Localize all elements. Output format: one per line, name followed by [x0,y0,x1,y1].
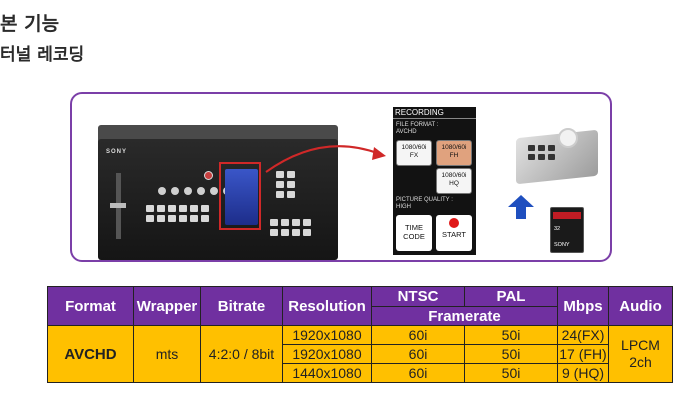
header-wrapper: Wrapper [133,286,201,326]
start-record-button[interactable]: START [436,215,472,251]
page-subtitle: 터널 레코딩 [0,45,85,65]
picture-quality-label: PICTURE QUALITY : [396,197,453,203]
start-label: START [442,230,466,239]
side-button-grid [276,171,295,198]
cell-ntsc: 60i [371,363,465,383]
timecode-button[interactable]: TIME CODE [396,215,432,251]
record-dot-icon [449,218,459,228]
table-row: 1440x1080 60i 50i 9 (HQ) [48,363,673,383]
timecode-line2: CODE [403,232,425,241]
cell-pal: 50i [464,325,558,345]
sd-card-image: 32 SONY [550,207,584,253]
format-fh-line1: 1080/60i [441,144,467,151]
recording-header: RECORDING [395,108,444,117]
sd-card-label-stripe [553,212,581,219]
cell-mbps: 17 (FH) [557,344,609,364]
format-spec-table: Format Wrapper Bitrate Resolution NTSC P… [47,286,673,383]
fader-knob [110,203,126,208]
cell-pal: 50i [464,344,558,364]
audio-line1: LPCM [621,337,660,353]
header-format: Format [47,286,134,326]
device-top-panel [98,125,338,143]
camera-dial [558,128,578,148]
device-body [98,139,338,260]
format-fh-line2: FH [449,152,459,159]
cell-ntsc: 60i [371,344,465,364]
cell-mbps: 24(FX) [557,325,609,345]
curved-arrow-icon [265,145,386,173]
header-resolution: Resolution [282,286,372,326]
switcher-device-image: SONY [98,125,338,260]
screen-highlight-box [219,162,261,230]
cell-resolution: 1920x1080 [282,344,372,364]
header-mbps: Mbps [557,286,609,326]
header-bitrate: Bitrate [200,286,283,326]
cell-format: AVCHD [47,325,134,383]
sd-card-brand: SONY [554,242,570,248]
format-fx-line2: FX [409,152,419,159]
file-format-value: AVCHD [396,129,417,135]
header-pal: PAL [464,286,558,307]
cell-ntsc: 60i [371,325,465,345]
timecode-line1: TIME [405,223,423,232]
device-lcd-screen [225,169,258,225]
sd-card-capacity: 32 [554,226,561,232]
header-audio: Audio [608,286,673,326]
cell-bitrate: 4:2:0 / 8bit [200,325,283,383]
camera-keys [528,145,555,160]
format-hq-line1: 1080/60i [441,172,467,179]
camera-media-slot-image [514,120,602,192]
format-hq-button[interactable]: 1080/60i HQ [436,168,472,194]
cell-resolution: 1920x1080 [282,325,372,345]
audio-line2: 2ch [629,354,652,370]
device-brand: SONY [106,149,128,155]
format-fh-button[interactable]: 1080/60i FH [436,140,472,166]
format-fx-line1: 1080/60i [401,144,427,151]
format-fx-button[interactable]: 1080/60i FX [396,140,432,166]
transition-button-grid [270,219,311,236]
header-ntsc: NTSC [371,286,465,307]
page-title: 본 기능 [0,13,60,35]
format-hq-line2: HQ [449,180,459,187]
input-button-grid [146,205,209,222]
table-row: 1920x1080 60i 50i 17 (FH) [48,344,673,364]
cell-resolution: 1440x1080 [282,363,372,383]
file-format-label: FILE FORMAT : [396,122,439,128]
record-button-indicator [204,171,213,180]
up-arrow-icon [508,195,534,219]
cell-mbps: 9 (HQ) [557,363,609,383]
recording-divider [393,118,476,119]
header-framerate: Framerate [371,306,558,326]
cell-audio: LPCM 2ch [608,325,673,383]
cell-wrapper: mts [133,325,201,383]
cell-pal: 50i [464,363,558,383]
recording-panel: RECORDING FILE FORMAT : AVCHD 1080/60i F… [393,107,476,255]
table-row: AVCHD mts 4:2:0 / 8bit 1920x1080 60i 50i… [47,325,673,383]
picture-quality-value: HIGH [396,204,411,210]
